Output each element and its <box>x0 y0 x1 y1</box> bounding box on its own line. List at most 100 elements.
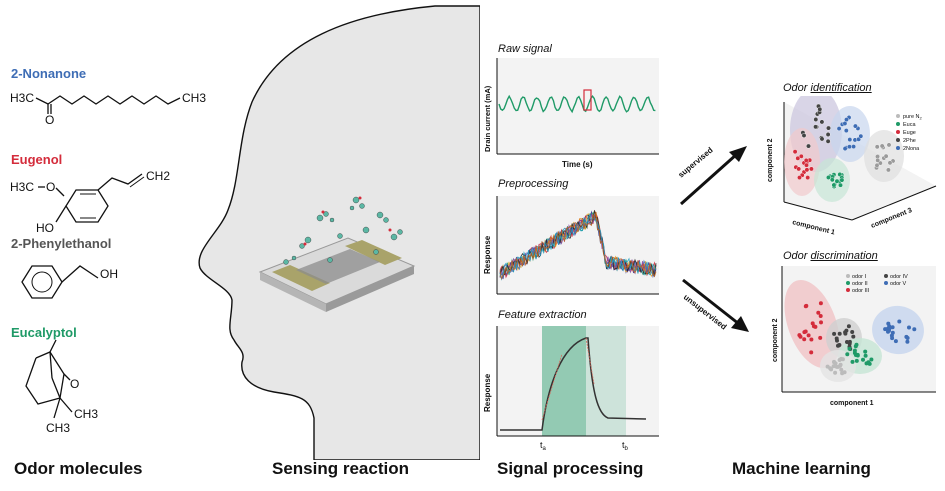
cluster-point <box>819 320 823 325</box>
cluster-point <box>847 137 853 142</box>
cluster-point <box>801 133 807 138</box>
sensor-chip-side <box>260 272 326 312</box>
cluster-point <box>847 346 852 351</box>
legend-label: 2Phe <box>903 138 916 144</box>
cluster-point <box>843 128 849 133</box>
section-odor-molecules: Odor molecules <box>14 459 143 478</box>
svg-text:O: O <box>46 180 55 194</box>
cluster-point <box>832 360 837 365</box>
cluster-point <box>850 359 855 364</box>
cluster-point <box>851 144 857 149</box>
sensing-head-illustration <box>198 5 480 460</box>
cluster-point <box>837 358 842 362</box>
head-silhouette <box>198 5 480 460</box>
supervised-label: supervised <box>677 145 715 179</box>
cluster-point <box>842 146 848 151</box>
svg-text:CH2: CH2 <box>146 169 170 183</box>
cluster-point <box>817 106 823 112</box>
raw-signal-highlight-box <box>583 89 592 111</box>
cluster-point <box>803 329 808 334</box>
cluster-point <box>855 352 860 357</box>
molecule-name-eucalyptol: Eucalyptol <box>11 325 77 340</box>
raw-signal-xlabel: Time (s) <box>562 160 593 169</box>
cluster-point <box>879 143 885 149</box>
raw-signal-trace <box>498 94 656 114</box>
cluster-point <box>831 182 837 188</box>
svg-text:O: O <box>70 377 79 391</box>
cluster-point <box>802 337 807 342</box>
cluster-point <box>819 119 825 125</box>
preprocessing-title: Preprocessing <box>498 178 569 190</box>
legend-label: Euca <box>903 122 916 128</box>
cluster-point <box>861 357 865 362</box>
cluster-point <box>806 143 811 149</box>
svg-text:H3C: H3C <box>10 180 34 194</box>
legend-label: odor II <box>852 281 868 287</box>
cluster-point <box>809 350 814 355</box>
disc-axis-1: component 1 <box>830 400 874 407</box>
cluster-point <box>854 342 859 347</box>
cluster-point <box>798 334 803 339</box>
feature-ylabel: Response <box>483 373 492 412</box>
section-sensing-reaction: Sensing reaction <box>272 459 409 478</box>
cluster-point <box>833 370 838 375</box>
preprocessed-trace <box>499 212 657 280</box>
cluster-point <box>816 310 821 315</box>
slope-line <box>541 353 563 421</box>
cluster-point <box>813 124 818 130</box>
cluster-point <box>792 149 798 155</box>
cluster-point <box>905 339 910 344</box>
legend-label: odor I <box>852 274 867 280</box>
cluster-point <box>839 177 845 183</box>
cluster-point <box>890 336 895 341</box>
unsupervised-arrow: unsupervised <box>682 278 749 332</box>
cluster-point <box>810 321 815 326</box>
feature-extraction-title: Feature extraction <box>498 309 587 321</box>
cluster-point <box>836 343 841 348</box>
cluster-point <box>846 324 851 329</box>
cluster-point <box>818 335 823 340</box>
svg-text:OH: OH <box>100 267 118 281</box>
cluster-point <box>886 142 892 148</box>
legend-swatch <box>846 274 850 278</box>
legend-label: pure N2 <box>903 114 923 121</box>
legend-swatch <box>884 281 888 285</box>
legend-swatch <box>896 130 900 134</box>
cluster-point <box>907 325 911 330</box>
cluster-point <box>887 328 891 333</box>
identification-clusters <box>784 96 904 202</box>
cluster-point <box>813 324 818 329</box>
cluster-point <box>828 366 833 371</box>
cluster-point <box>897 319 902 324</box>
legend-swatch <box>896 146 900 150</box>
legend-label: 2Nona <box>903 146 920 152</box>
cluster-point <box>834 336 839 341</box>
odor-molecule-cloud <box>283 196 403 265</box>
cluster-point <box>804 303 809 308</box>
nonanone-o: O <box>45 113 54 124</box>
cluster-point <box>845 352 850 357</box>
cluster-point <box>893 339 898 344</box>
cluster-point <box>795 155 801 161</box>
cluster-point <box>836 126 842 131</box>
cluster-point <box>803 158 809 163</box>
cluster-point <box>874 162 880 168</box>
cluster-point <box>834 178 840 184</box>
molecule-name-phenylethanol: 2-Phenylethanol <box>11 236 112 251</box>
legend-swatch <box>896 138 900 142</box>
electrode-pad <box>272 265 330 291</box>
nonanone-h3c: H3C <box>10 91 34 105</box>
cluster-point <box>832 331 837 336</box>
identification-title: Odor identification <box>783 82 872 94</box>
cluster-point <box>866 360 871 365</box>
cluster-region <box>872 305 924 355</box>
cluster-point <box>797 175 802 181</box>
cluster-point <box>844 117 849 122</box>
cluster-point <box>826 175 831 180</box>
cluster-region <box>830 106 870 162</box>
cluster-point <box>853 123 858 129</box>
supervised-arrow: supervised <box>677 145 747 206</box>
channel-grid <box>296 249 380 284</box>
cluster-point <box>818 314 823 318</box>
